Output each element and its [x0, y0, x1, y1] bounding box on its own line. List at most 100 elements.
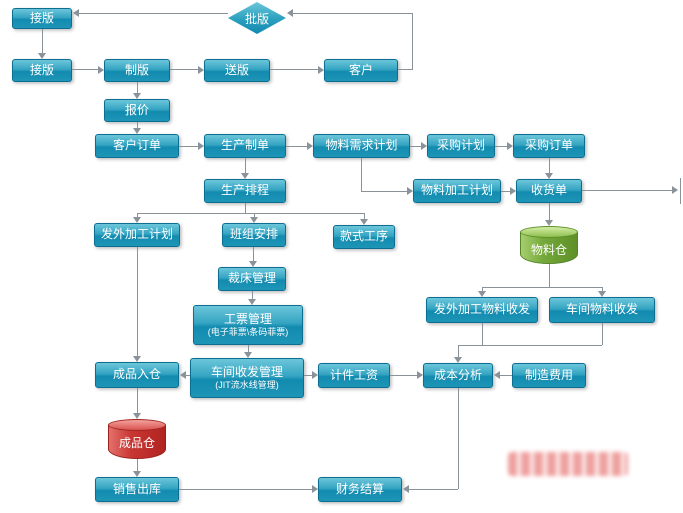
node-xiaoshou-chuku: 销售出库: [95, 477, 179, 502]
node-fawai-jiagong-jihua: 发外加工计划: [94, 223, 180, 247]
node-caigou-jihua: 采购计划: [427, 134, 495, 158]
cylinder-top: [108, 419, 166, 431]
node-baojia: 报价: [104, 99, 170, 122]
connector-line: [458, 345, 602, 346]
connector-arrowhead: [307, 142, 313, 150]
node-songban: 送版: [204, 59, 270, 82]
connector-line: [398, 69, 412, 70]
node-label: 成品入仓: [112, 367, 161, 382]
connector-line: [458, 345, 459, 357]
connector-arrowhead: [180, 371, 186, 379]
connector-line: [304, 375, 312, 376]
connector-line: [361, 191, 407, 192]
connector-arrowhead: [98, 66, 104, 74]
node-kehu-dingdan: 客户订单: [95, 134, 179, 158]
red-watermark-blur: [508, 452, 628, 476]
connector-line: [254, 213, 255, 217]
node-sublabel: (JIT流水线管理): [215, 379, 279, 390]
connector-line: [458, 388, 459, 489]
connector-line: [482, 287, 483, 291]
connector-line: [410, 146, 421, 147]
node-wuliaocang-cylinder: 物料仓: [520, 226, 578, 264]
node-label: 发外加工物料收发: [433, 302, 530, 317]
connector-arrowhead: [312, 371, 318, 379]
connector-arrowhead: [244, 352, 252, 358]
connector-arrowhead: [198, 66, 204, 74]
connector-line: [137, 388, 138, 413]
connector-line: [179, 146, 198, 147]
node-sublabel: (电子菲票\条码菲票): [207, 326, 289, 337]
connector-arrowhead: [510, 187, 516, 195]
node-chengpincang-cylinder: 成品仓: [108, 419, 166, 459]
node-label: 接版: [29, 62, 54, 77]
connector-line: [79, 13, 228, 14]
node-zhiban: 制版: [104, 59, 170, 82]
node-label: 制版: [124, 62, 149, 77]
connector-line: [286, 146, 307, 147]
node-label: 物料加工计划: [420, 183, 493, 198]
connector-line: [137, 213, 138, 217]
connector-arrowhead: [133, 413, 141, 419]
connector-arrowhead: [73, 9, 79, 17]
node-label: 裁床管理: [227, 271, 276, 286]
connector-arrowhead: [250, 217, 258, 223]
connector-line: [72, 69, 98, 70]
connector-line: [412, 13, 413, 70]
connector-arrowhead: [133, 471, 141, 477]
node-label: 采购计划: [436, 138, 485, 153]
connector-arrowhead: [598, 291, 606, 297]
connector-arrowhead: [133, 356, 141, 362]
node-caiwu-jiesuan: 财务结算: [318, 477, 402, 502]
node-jieban-top: 接版: [12, 8, 72, 29]
node-label: 批版: [244, 11, 269, 26]
connector-line: [409, 489, 458, 490]
connector-line: [364, 213, 365, 219]
node-label: 车间物料收发: [565, 302, 638, 317]
node-chengpin-rucang: 成品入仓: [95, 362, 179, 388]
node-kehu: 客户: [324, 59, 398, 82]
connector-arrowhead: [287, 9, 293, 17]
connector-line: [186, 375, 190, 376]
connector-line: [248, 345, 249, 352]
connector-arrowhead: [545, 173, 553, 179]
connector-line: [42, 29, 43, 53]
node-label: 成品仓: [118, 436, 155, 450]
node-fawai-wuliao-shoufa: 发外加工物料收发: [426, 297, 538, 323]
node-label: 生产制单: [220, 138, 269, 153]
connector-arrowhead: [417, 371, 423, 379]
connector-line: [549, 264, 550, 287]
connector-arrowhead: [545, 220, 553, 226]
node-label: 客户: [348, 62, 373, 77]
node-caigou-dingdan: 采购订单: [513, 134, 585, 158]
connector-line: [137, 459, 138, 471]
connector-line: [602, 323, 603, 345]
connector-line: [361, 158, 362, 191]
node-label: 物料仓: [530, 243, 567, 257]
connector-line: [253, 247, 254, 261]
cylinder-top: [520, 226, 578, 238]
node-kuanshi-gongxu: 款式工序: [333, 225, 395, 249]
node-jieban: 接版: [12, 59, 72, 82]
connector-arrowhead: [312, 485, 318, 493]
connector-arrowhead: [38, 53, 46, 59]
node-label: 发外加工计划: [100, 227, 173, 242]
node-label: 车间收发管理: [210, 364, 283, 379]
connector-arrowhead: [133, 128, 141, 134]
node-shouhuodan: 收货单: [516, 179, 582, 203]
node-chejian-wuliao-shoufa: 车间物料收发: [549, 297, 655, 323]
connector-line: [270, 69, 318, 70]
node-jijian-gongzi: 计件工资: [318, 363, 390, 388]
connector-arrowhead: [241, 173, 249, 179]
connector-arrowhead: [248, 299, 256, 305]
node-label: 财务结算: [335, 481, 384, 496]
connector-arrowhead: [133, 217, 141, 223]
connector-line: [390, 375, 417, 376]
connector-arrowhead: [507, 142, 513, 150]
connector-line: [549, 203, 550, 220]
connector-arrowhead: [133, 93, 141, 99]
connector-line: [252, 291, 253, 299]
connector-line: [602, 287, 603, 291]
connector-arrowhead: [494, 371, 500, 379]
node-label: 成本分析: [433, 367, 482, 382]
